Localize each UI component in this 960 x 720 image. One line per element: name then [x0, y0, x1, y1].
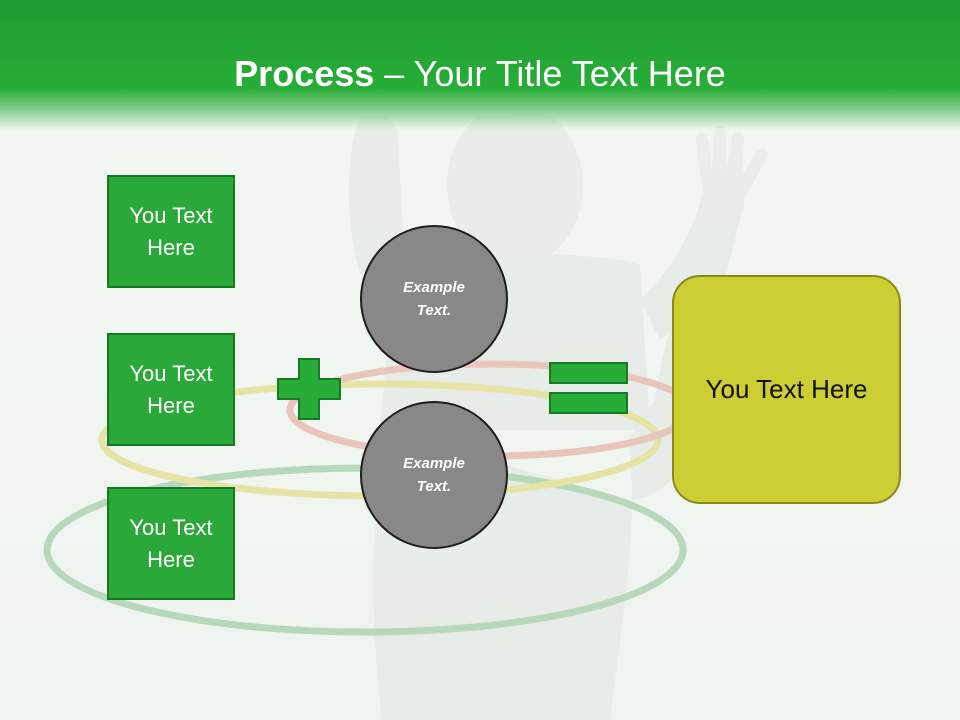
text-box-2-label: You Text Here: [129, 360, 213, 418]
slide-title: Process – Your Title Text Here: [0, 52, 960, 96]
text-box-3: You Text Here: [107, 487, 235, 600]
result-box-label: You Text Here: [705, 374, 868, 404]
title-bold-part: Process: [234, 53, 375, 94]
text-box-1-label: You Text Here: [129, 202, 213, 260]
example-circle-1: Example Text.: [360, 225, 508, 373]
text-box-1: You Text Here: [107, 175, 235, 288]
text-box-2: You Text Here: [107, 333, 235, 446]
example-circle-2-label: Example Text.: [403, 455, 465, 495]
text-box-3-label: You Text Here: [129, 514, 213, 572]
plus-icon: [277, 358, 341, 420]
example-circle-2: Example Text.: [360, 401, 508, 549]
title-rest-part: – Your Title Text Here: [374, 53, 726, 94]
equals-icon: [549, 362, 628, 414]
result-box: You Text Here: [672, 275, 901, 504]
title-bar: [0, 0, 960, 130]
example-circle-1-label: Example Text.: [403, 279, 465, 319]
